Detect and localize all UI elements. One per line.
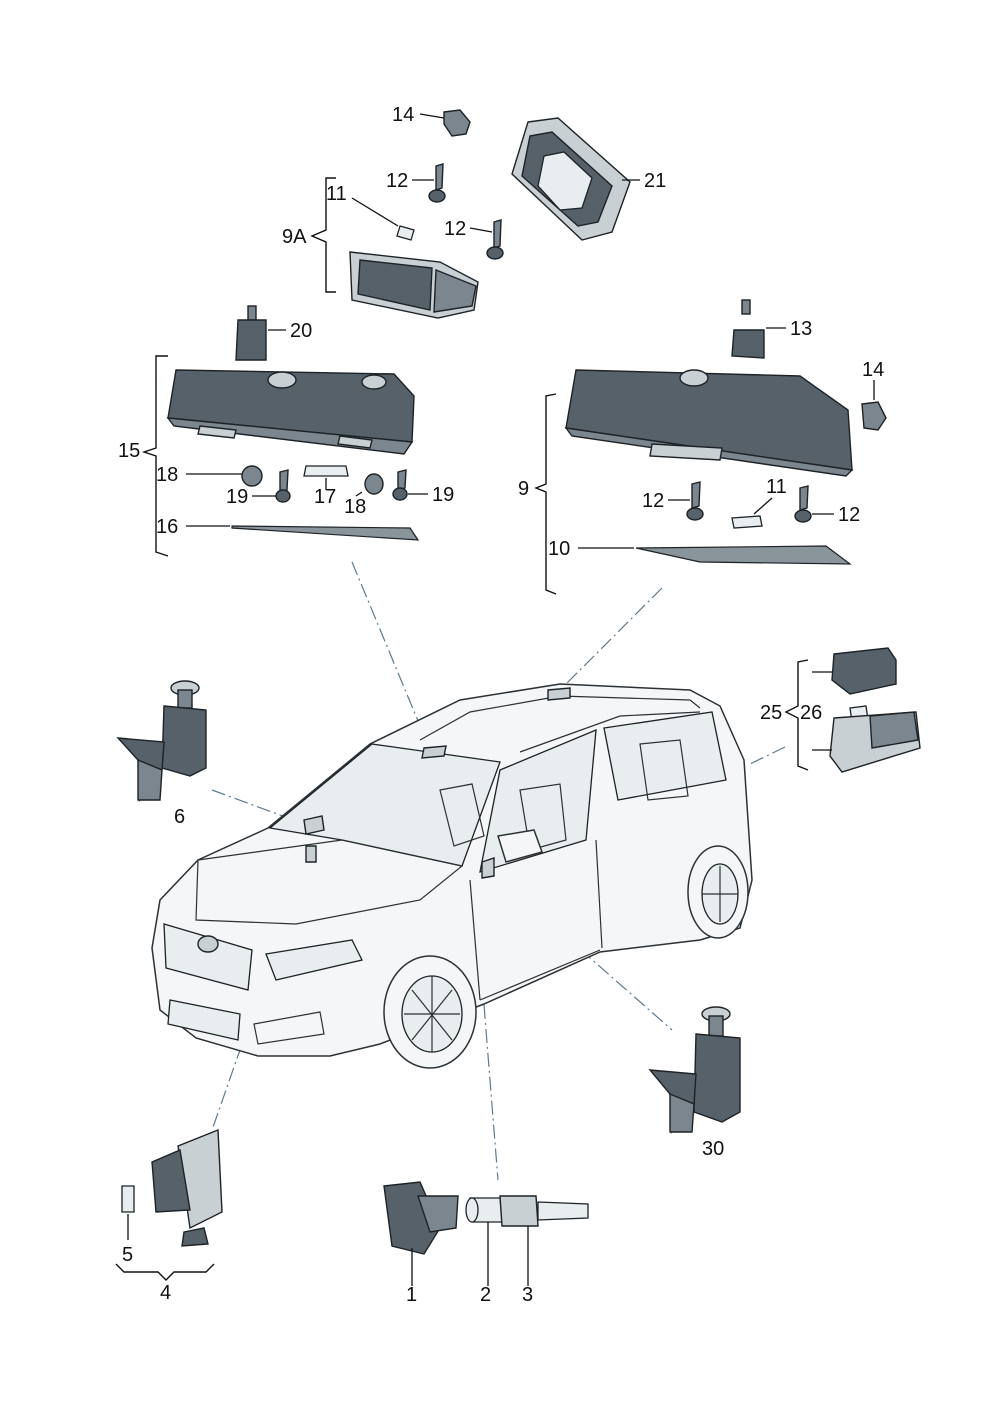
label-9: 9 bbox=[518, 478, 529, 500]
label-21: 21 bbox=[644, 170, 666, 192]
bulb-5 bbox=[121, 1185, 135, 1240]
panel-light-21 bbox=[511, 117, 640, 241]
label-13: 13 bbox=[790, 318, 812, 340]
clip-14-top bbox=[419, 109, 471, 137]
label-4: 4 bbox=[160, 1282, 171, 1304]
screw-12-top bbox=[412, 163, 446, 203]
bulb-holder-18-left bbox=[186, 465, 263, 487]
label-11-a: 11 bbox=[326, 183, 347, 205]
roof-console-9 bbox=[564, 369, 854, 477]
roof-console-15 bbox=[166, 369, 415, 455]
door-switch-6 bbox=[116, 680, 207, 803]
clip-14-right bbox=[861, 380, 887, 431]
connector-20 bbox=[235, 305, 286, 361]
label-3: 3 bbox=[522, 1284, 533, 1306]
label-14-top: 14 bbox=[392, 104, 414, 126]
label-9a: 9A bbox=[282, 226, 307, 248]
label-12-a: 12 bbox=[386, 170, 408, 192]
label-17: 17 bbox=[314, 486, 336, 508]
glovebox-light-4 bbox=[151, 1128, 223, 1247]
bulb-socket-3 bbox=[499, 1195, 589, 1286]
label-12-d: 12 bbox=[838, 504, 860, 526]
label-16: 16 bbox=[156, 516, 178, 538]
side-marker-1 bbox=[383, 1181, 459, 1286]
boot-light-housing-25 bbox=[812, 711, 921, 773]
connector-13 bbox=[731, 299, 786, 359]
screw-12-mid bbox=[469, 219, 504, 260]
label-5: 5 bbox=[122, 1244, 133, 1266]
label-19-a: 19 bbox=[226, 486, 248, 508]
label-10: 10 bbox=[548, 538, 570, 560]
screw-19-right bbox=[392, 469, 428, 501]
label-15: 15 bbox=[118, 440, 140, 462]
label-12-b: 12 bbox=[444, 218, 466, 240]
bulb-17 bbox=[303, 465, 349, 490]
screw-12-right-b bbox=[794, 485, 834, 523]
door-switch-30 bbox=[648, 1006, 741, 1134]
boot-light-cover-25 bbox=[812, 647, 897, 695]
label-11-b: 11 bbox=[766, 476, 787, 498]
label-20: 20 bbox=[290, 320, 312, 342]
label-30: 30 bbox=[702, 1138, 724, 1160]
label-18-b: 18 bbox=[344, 496, 366, 518]
reading-light-9a bbox=[349, 251, 479, 319]
label-2: 2 bbox=[480, 1284, 491, 1306]
car-illustration bbox=[151, 683, 753, 1069]
label-26: 26 bbox=[800, 702, 822, 724]
label-25: 25 bbox=[760, 702, 782, 724]
label-1: 1 bbox=[406, 1284, 417, 1306]
label-18-a: 18 bbox=[156, 464, 178, 486]
bulb-11-right bbox=[731, 497, 773, 529]
label-6: 6 bbox=[174, 806, 185, 828]
bulb-2 bbox=[465, 1197, 503, 1286]
screw-19-left bbox=[252, 469, 291, 503]
lens-10 bbox=[578, 545, 852, 565]
label-12-c: 12 bbox=[642, 490, 664, 512]
lens-16 bbox=[186, 525, 420, 541]
label-19-b: 19 bbox=[432, 484, 454, 506]
screw-12-right-a bbox=[668, 481, 704, 521]
bulb-holder-18-right bbox=[355, 473, 384, 497]
label-14-right: 14 bbox=[862, 359, 884, 381]
bulb-11-top bbox=[351, 197, 415, 241]
